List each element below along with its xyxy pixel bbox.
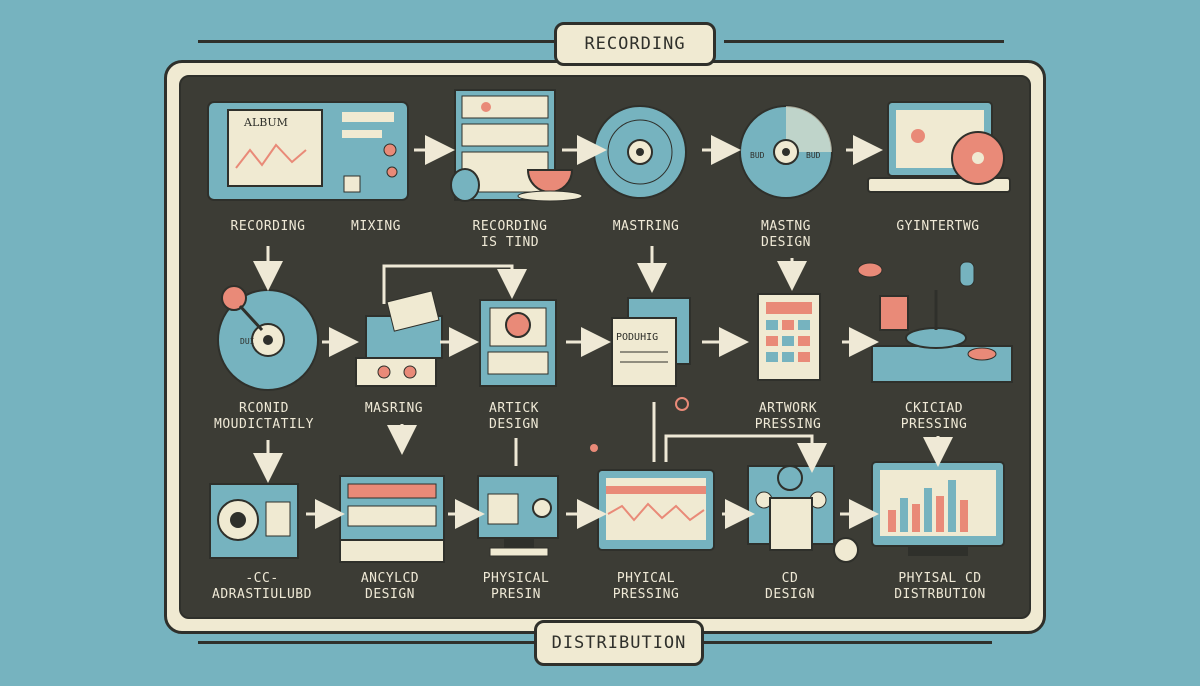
row3-step-4-label-line-1: PHYICAL (617, 571, 675, 586)
cd-press-machine-icon (857, 261, 1013, 383)
documents-icon: PODUHIG (611, 297, 691, 387)
waveform-screen-icon (597, 469, 715, 551)
row2-step-4-label-line-2: PRESSING (755, 417, 822, 432)
cd-turntable-icon: DUI (217, 285, 319, 391)
bar-chart-monitor-icon (871, 461, 1005, 556)
row1-step-5-label-line-2: DESIGN (761, 235, 811, 250)
connector-dot-small (590, 444, 598, 452)
vinyl-record-icon (593, 105, 687, 199)
row3-step-5-label-line-1: CD (782, 571, 799, 586)
poster-text: PODUHIG (616, 332, 658, 343)
row3-step-3-label-line-2: PRESIN (491, 587, 541, 602)
row3-step-1-label-line-2: ADRASTIULUBD (212, 587, 312, 602)
row3-step-3-label-line-1: PHYSICAL (483, 571, 550, 586)
row3-step-2-label-line-2: DESIGN (365, 587, 415, 602)
row2-step-3-label-line-2: DESIGN (489, 417, 539, 432)
row2-step-1-label-line-2: MOUDICTATILY (214, 417, 314, 432)
row1-step-2-label-line-1: MIXING (351, 219, 401, 234)
row2-step-5-label-line-2: PRESSING (901, 417, 968, 432)
row2-step-1-label-line-1: RCONID (239, 401, 289, 416)
row3-step-4-label-line-2: PRESSING (613, 587, 680, 602)
artwork-grid-icon (757, 293, 821, 381)
row1-step-3-label-line-2: IS TIND (481, 235, 539, 250)
row3-step-5-label-line-2: DESIGN (765, 587, 815, 602)
bottom-rule-left (198, 641, 534, 644)
laptop-icon (867, 101, 1011, 193)
synth-keyboard-icon (339, 475, 445, 563)
disc-side-left: BUD (750, 151, 765, 160)
mixing-desk-icon (355, 290, 443, 387)
row3-step-6-label-line-2: DISTRBUTION (894, 587, 986, 602)
row2-step-2-label-line-1: MASRING (365, 401, 423, 416)
server-rack-icon (450, 89, 583, 202)
row2-step-5-label-line-1: CKICIAD (905, 401, 963, 416)
top-rule-right (724, 40, 1004, 43)
top-rule-left (198, 40, 554, 43)
row3-step-6-label-line-1: PHYISAL CD (898, 571, 981, 586)
flow-arrows (253, 135, 953, 529)
speaker-icon (209, 483, 299, 559)
cd-disc-icon: BUD BUD (739, 105, 833, 199)
bottom-rule-right (702, 641, 992, 644)
row3-step-2-label-line-1: ANCYLCD (361, 571, 419, 586)
row1-step-6-label-line-1: GYINTERTWG (896, 219, 979, 234)
row2-step-4-label-line-1: ARTWORK (759, 401, 817, 416)
connector-dot (675, 397, 689, 411)
row1-step-5-label-line-1: MASTNG (761, 219, 811, 234)
disc-drive-icon (479, 299, 557, 387)
monitor-speaker-icon (477, 475, 559, 557)
title-recording: RECORDING (554, 22, 716, 66)
album-card-label: ALBUM (243, 116, 288, 129)
row1-step-1-label-line-1: RECORDING (231, 219, 306, 234)
disc-label: DUI (240, 337, 255, 346)
disc-side-right: BUD (806, 151, 821, 160)
row3-step-1-label-line-1: -CC- (245, 571, 278, 586)
row1-step-3-label-line-1: RECORDING (473, 219, 548, 234)
title-distribution: DISTRIBUTION (534, 620, 704, 666)
row1-step-4-label-line-1: MASTRING (613, 219, 680, 234)
row2-step-3-label-line-1: ARTICK (489, 401, 539, 416)
recording-console-icon: ALBUM (207, 101, 409, 201)
